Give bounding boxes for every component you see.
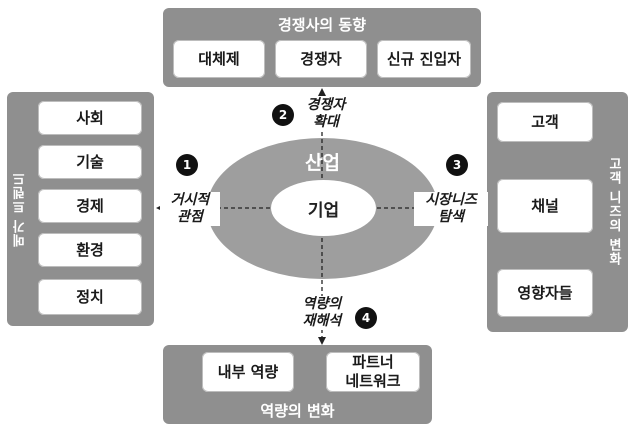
customer-needs-title: 고객 니즈의 변화 — [606, 157, 621, 267]
arrow-2-line1: 경쟁자 — [306, 97, 346, 113]
badge-3: 3 — [446, 154, 468, 176]
arrow-4-label: 역량의 재해석 — [292, 296, 352, 330]
competitor-box: 경쟁자 — [275, 40, 367, 78]
arrow-4-line2: 재해석 — [302, 313, 342, 329]
customer-box: 고객 — [497, 102, 593, 142]
technology-box: 기술 — [38, 145, 142, 179]
capability-change-title: 역량의 변화 — [260, 402, 335, 420]
society-box: 사회 — [38, 101, 142, 135]
capability-change-panel: 내부 역량 파트너 네트워크 역량의 변화 — [163, 345, 432, 424]
arrow-3-line1: 시장니즈 — [425, 192, 477, 208]
substitute-box: 대체제 — [173, 40, 265, 78]
competitor-trends-panel: 경쟁사의 동향 대체제 경쟁자 신규 진입자 — [163, 8, 481, 87]
arrow-1-line2: 관점 — [177, 209, 203, 225]
economy-box: 경제 — [38, 189, 142, 223]
new-entrant-box: 신규 진입자 — [377, 40, 471, 78]
arrow-2-label: 경쟁자 확대 — [298, 97, 354, 131]
internal-capability-box: 내부 역량 — [202, 352, 294, 392]
company-ellipse: 기업 — [271, 180, 376, 236]
mega-trend-panel: 메가 트렌드 사회 기술 경제 환경 정치 — [7, 92, 154, 326]
customer-needs-panel: 고객 채널 영향자들 고객 니즈의 변화 — [487, 92, 628, 332]
arrow-3-line2: 탐색 — [438, 209, 464, 225]
environment-box: 환경 — [38, 233, 142, 267]
badge-1: 1 — [176, 154, 198, 176]
arrow-1-line1: 거시적 — [170, 192, 210, 208]
arrow-4-line1: 역량의 — [302, 296, 342, 312]
partner-network-box: 파트너 네트워크 — [326, 352, 420, 392]
politics-box: 정치 — [38, 279, 142, 315]
arrow-2-line2: 확대 — [313, 114, 339, 130]
arrow-3-label: 시장니즈 탐색 — [414, 192, 488, 226]
badge-4: 4 — [355, 307, 377, 329]
badge-2: 2 — [272, 104, 294, 126]
channel-box: 채널 — [497, 179, 593, 233]
arrow-1-label: 거시적 관점 — [160, 192, 220, 226]
influencers-box: 영향자들 — [497, 269, 593, 317]
competitor-trends-title: 경쟁사의 동향 — [277, 16, 367, 34]
